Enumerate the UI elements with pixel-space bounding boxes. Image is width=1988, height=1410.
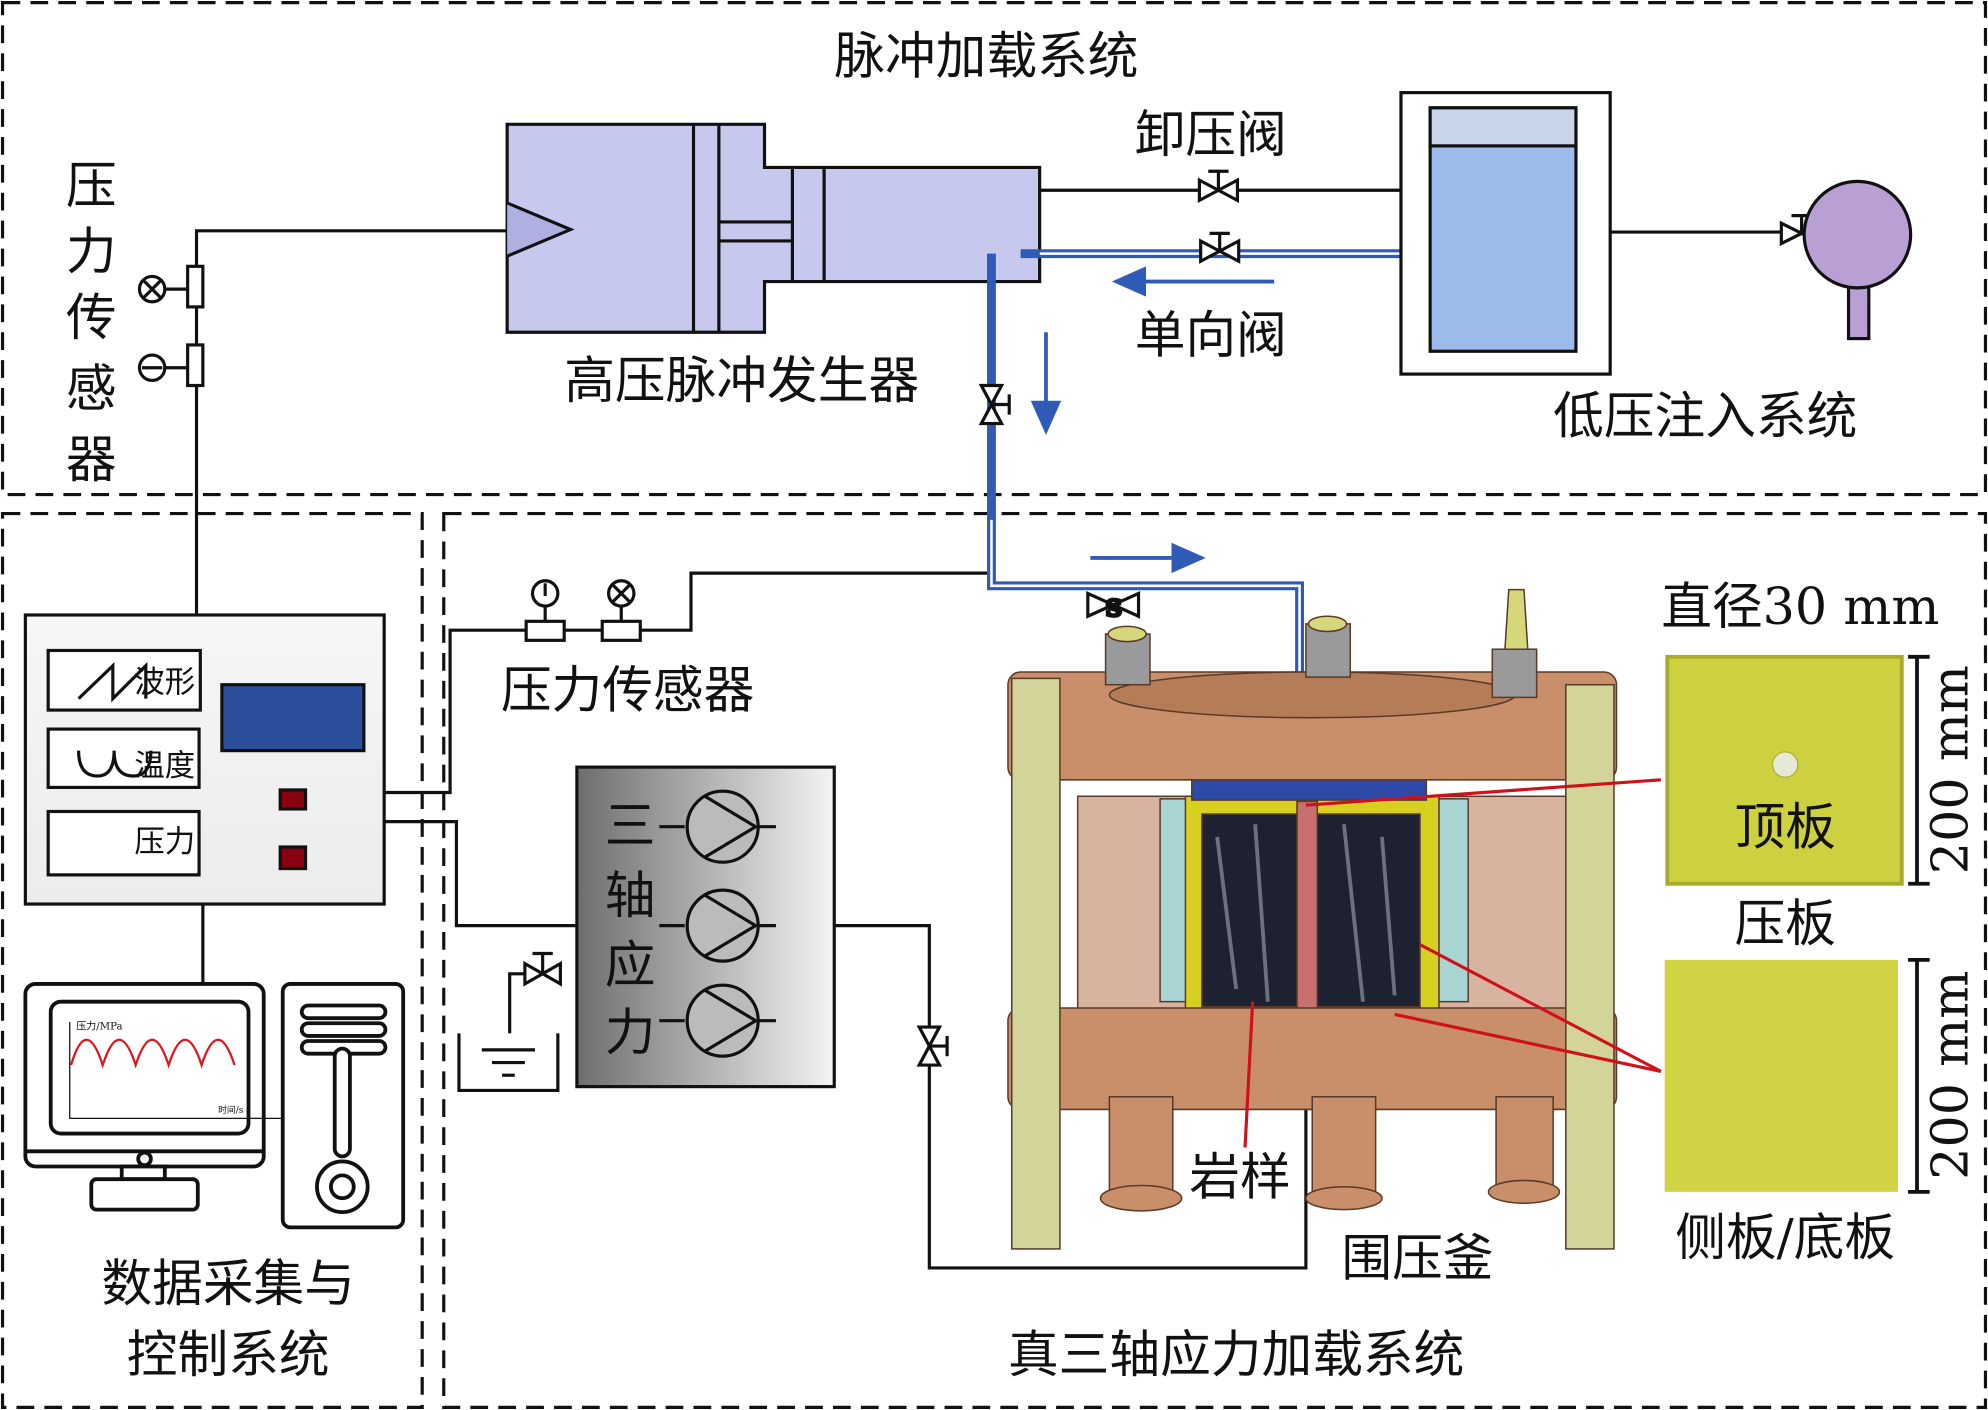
pressure-sensors-top [137,264,205,388]
pulse-loading-title: 脉冲加载系统 [834,27,1138,86]
return-valve-icon [916,1025,949,1067]
waveform-label: 波形 [134,665,195,700]
indicator-light [278,788,308,811]
confining-vessel [1007,588,1618,1250]
diameter-label: 直径30 mm [1661,577,1939,636]
relief-valve-icon [1197,169,1240,204]
char: 传 [66,288,117,347]
true-triaxial-region [442,511,1988,1409]
pressure-panel [46,809,201,877]
water-tank [457,1033,560,1093]
signal-lines [194,188,1807,1270]
triaxial-stress-pump-box [575,765,836,1089]
temperature-panel [46,727,201,789]
indicator-light [278,845,308,871]
low-pressure-label: 低压注入系统 [1553,387,1857,446]
pressure-label: 压力 [134,825,195,860]
char: 器 [66,430,117,489]
low-pressure-tank [1399,91,1612,376]
svg-text:S: S [1106,596,1122,622]
display-screen [220,683,366,753]
pressure-plate-label: 压板 [1734,894,1835,953]
computer-tower [280,982,406,1230]
char: 感 [66,359,117,418]
temperature-wave-icon [77,750,153,778]
confining-vessel-label: 围压釜 [1341,1229,1493,1288]
pressure-sensor-vertical-label: 压 力 传 感 器 [66,156,117,489]
char: 力 [66,222,117,281]
pressure-sensor-label: 压力传感器 [501,661,755,720]
temperature-label: 温度 [134,749,195,784]
side-bottom-plate-label: 侧板/底板 [1675,1208,1895,1267]
scale-bars [1908,654,1930,1194]
high-pressure-pulse-generator [505,122,1042,334]
side-plate-photo [1664,959,1898,1192]
top-plate-photo [1665,654,1904,886]
char: 压 [66,156,117,215]
monitor-x-axis-label: 时间/s [218,1104,244,1116]
controller [23,613,386,906]
bottom-plate [1007,1007,1618,1111]
data-acquisition-region [0,511,424,1409]
computer-monitor [23,982,305,1212]
generator-label: 高压脉冲发生器 [564,351,919,410]
pressure-sensors-bottom [524,579,642,642]
triaxial-char: 力 [605,1003,656,1062]
dimension-label: 200 mm [1921,971,1980,1180]
check-valve-icon [1199,231,1241,264]
data-acquisition-label-2: 控制系统 [127,1325,330,1384]
waveform-panel [46,648,202,712]
triaxial-char: 三 [605,796,656,855]
data-acquisition-label-1: 数据采集与 [101,1254,355,1313]
check-valve-label: 单向阀 [1135,306,1287,365]
triaxial-char: 应 [605,936,656,995]
s-valve-icon: S [1086,590,1141,624]
sawtooth-wave-icon [77,661,148,703]
tank-valve-icon [523,951,562,987]
monitor-y-axis-label: 压力/MPa [76,1020,122,1033]
rock-sample-label: 岩样 [1189,1147,1290,1206]
vertical-valve-icon [978,383,1011,426]
injection-pump [1802,179,1913,341]
true-triaxial-title: 真三轴应力加载系统 [1008,1325,1464,1384]
triaxial-char: 轴 [605,866,656,925]
relief-valve-label: 卸压阀 [1135,105,1287,164]
valves: S [523,169,1824,1067]
top-plate-label: 顶板 [1734,797,1835,856]
dimension-label: 200 mm [1921,665,1980,874]
